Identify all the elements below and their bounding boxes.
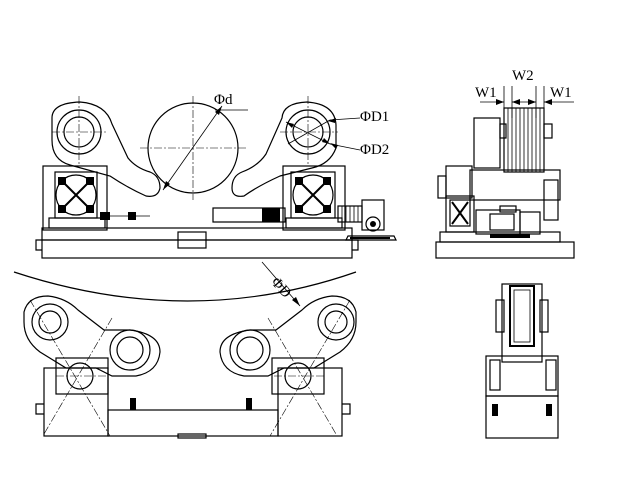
- side-arm: [473, 117, 501, 169]
- left-motor-face: [55, 174, 97, 216]
- plan-frame: [107, 409, 279, 437]
- plan-view: ΦD: [13, 261, 357, 439]
- end-view: [485, 283, 559, 439]
- arrow-d-high: [215, 106, 222, 115]
- arrow-d-low: [163, 181, 170, 190]
- side-view: W1 W2 W1: [435, 68, 575, 259]
- label-W1-right: W1: [550, 85, 572, 101]
- right-motor-face: [292, 174, 334, 216]
- workpiece-arc-D: [13, 271, 357, 302]
- label-D1: ΦD1: [360, 109, 389, 125]
- dimension-line-d: [162, 105, 223, 191]
- label-d: Φd: [214, 92, 233, 108]
- label-W1-left: W1: [475, 85, 497, 101]
- side-motor-top: [445, 165, 473, 199]
- drive-shaft: [212, 207, 286, 223]
- right-roller-arm: [231, 101, 337, 197]
- left-roller-arm: [51, 101, 161, 197]
- plan-right-arm: [219, 295, 357, 377]
- side-base: [435, 241, 575, 259]
- end-roller: [501, 283, 543, 363]
- label-D: ΦD: [268, 274, 295, 301]
- plan-right-gearbox: [277, 367, 343, 437]
- label-D2: ΦD2: [360, 142, 389, 158]
- front-base: [41, 239, 353, 259]
- plan-left-arm: [23, 295, 161, 377]
- label-W2: W2: [512, 68, 534, 84]
- reducer-small: [361, 199, 385, 231]
- plan-left-gearbox: [43, 367, 109, 437]
- side-housing: [469, 169, 561, 201]
- left-gearbox: [42, 165, 108, 231]
- front-view: Φd ΦD1 ΦD2: [35, 92, 397, 259]
- right-gearbox: [282, 165, 346, 231]
- dimension-line-D2: [287, 119, 331, 145]
- end-base: [485, 395, 559, 439]
- dimension-line-D: [261, 261, 301, 307]
